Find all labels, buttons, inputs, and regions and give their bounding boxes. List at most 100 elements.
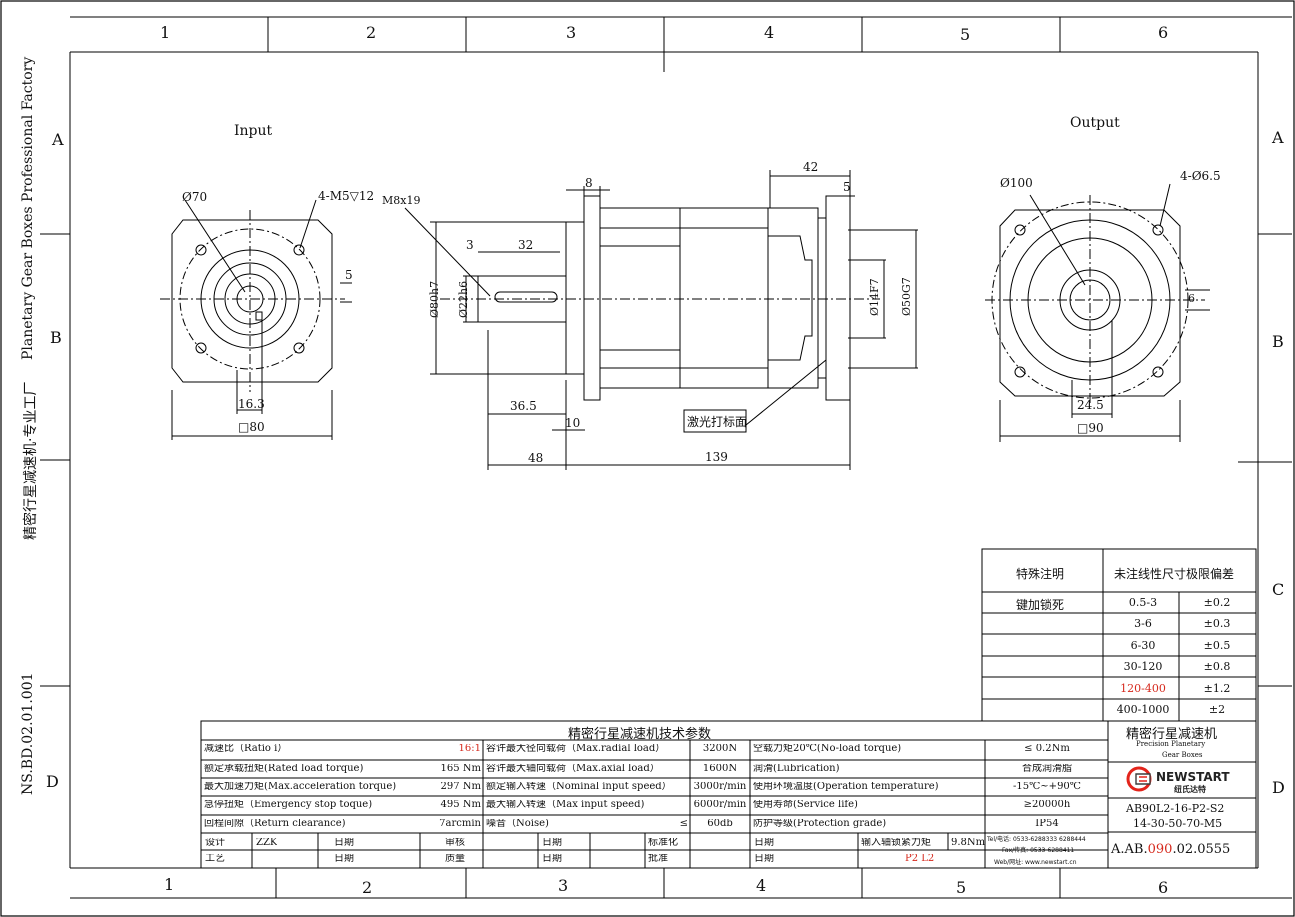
spec-value: IP54 bbox=[1035, 819, 1059, 829]
ratio-list: 14-30-50-70-M5 bbox=[1133, 817, 1223, 830]
spec-label: 最大输入转速（Max input speed) bbox=[486, 800, 645, 810]
spec-value: 3200N bbox=[702, 744, 738, 754]
dim-sq90: □90 bbox=[1077, 421, 1104, 435]
spec-label: 润滑(Lubrication) bbox=[753, 764, 840, 774]
signoff-date2: 日期 bbox=[542, 838, 562, 848]
row-right-b: B bbox=[1272, 332, 1284, 351]
model-number: AB90L2-16-P2-S2 bbox=[1126, 802, 1225, 815]
output-label: Output bbox=[1070, 115, 1120, 131]
dim-32: 32 bbox=[518, 238, 534, 252]
signoff-date5: 日期 bbox=[542, 854, 562, 864]
col-bottom-4: 4 bbox=[756, 876, 767, 895]
dim-output-holes: 4-Ø6.5 bbox=[1180, 169, 1221, 183]
spec-label: 减速比（Ratio i） bbox=[204, 744, 288, 754]
tol-range: 0.5-3 bbox=[1128, 596, 1158, 609]
spec-value: 60db bbox=[707, 819, 733, 829]
dim-sq80: □80 bbox=[238, 420, 265, 434]
contact-tel: Tel/电话: 0533-6288333 6288444 bbox=[987, 836, 1086, 843]
row-right-d: D bbox=[1272, 778, 1285, 797]
spec-label: 防护等级(Protection grade) bbox=[753, 819, 887, 829]
dim-36-5: 36.5 bbox=[510, 399, 537, 413]
drawing-code-size: 090 bbox=[1147, 842, 1173, 857]
row-right-c: C bbox=[1272, 580, 1285, 599]
signoff-torque: 9.8Nm bbox=[951, 838, 986, 848]
row-left-b: B bbox=[50, 328, 62, 347]
spec-value: 合成润滑脂 bbox=[1022, 764, 1072, 774]
tol-head-left: 特殊注明 bbox=[1016, 567, 1065, 581]
spec-title: 精密行星减速机技术参数 bbox=[568, 727, 712, 742]
spec-label: 容许最大径向载荷（Max.radial load） bbox=[486, 744, 666, 754]
dim-16-3: 16.3 bbox=[238, 397, 265, 411]
signoff-review: 审核 bbox=[445, 838, 465, 848]
tol-value: ±0.8 bbox=[1203, 660, 1231, 673]
signoff-approve: 批准 bbox=[648, 854, 668, 864]
tol-range: 6-30 bbox=[1130, 639, 1156, 652]
output-view bbox=[985, 183, 1210, 442]
col-bottom-2: 2 bbox=[362, 878, 373, 897]
spec-value: 495 Nm bbox=[440, 800, 482, 810]
signoff-date3: 日期 bbox=[754, 838, 774, 848]
brand-name-cn: 纽氏达特 bbox=[1174, 785, 1206, 794]
spec-value: 3000r/min bbox=[693, 782, 747, 792]
dim-output-key: 6 bbox=[1188, 292, 1195, 305]
col-top-1: 1 bbox=[160, 23, 171, 42]
spec-label: 容许最大轴向载荷（Max.axial load） bbox=[486, 764, 660, 774]
spec-label: 最大加速力矩(Max.acceleration torque) bbox=[204, 782, 397, 792]
tol-value: ±2 bbox=[1208, 703, 1226, 716]
dim-d100: Ø100 bbox=[1000, 176, 1033, 190]
dim-42: 42 bbox=[803, 160, 819, 174]
signoff-torque-label: 输入轴锁紧力矩 bbox=[861, 838, 931, 848]
col-top-2: 2 bbox=[366, 23, 377, 42]
tol-range: 3-6 bbox=[1134, 617, 1152, 630]
col-bottom-6: 6 bbox=[1158, 878, 1169, 897]
spec-value: 7arcmin bbox=[439, 819, 481, 829]
spec-label: 使用寿命(Service life) bbox=[753, 800, 858, 810]
signoff-standard: 标准化 bbox=[648, 838, 678, 848]
signoff-p2l2: P2 L2 bbox=[905, 854, 935, 864]
spec-value: ≥20000h bbox=[1023, 800, 1071, 810]
tol-value: ±0.5 bbox=[1203, 639, 1231, 652]
product-name-en2: Gear Boxes bbox=[1162, 751, 1203, 759]
row-right-a: A bbox=[1272, 128, 1284, 147]
signoff-design: 设计 bbox=[205, 838, 225, 848]
signoff-date1: 日期 bbox=[334, 838, 354, 848]
col-top-5: 5 bbox=[960, 25, 971, 44]
laser-mark-label: 激光打标面 bbox=[687, 415, 748, 429]
spec-label: 空载力矩20℃(No-load torque) bbox=[753, 744, 902, 754]
drawing-code-prefix: A.AB. bbox=[1111, 842, 1148, 857]
tol-value: ±0.3 bbox=[1203, 617, 1231, 630]
side-view bbox=[404, 170, 918, 470]
tol-value: ±1.2 bbox=[1203, 682, 1231, 695]
spec-label: 噪音（Noise) bbox=[486, 819, 549, 829]
dim-input-holes: 4-M5▽12 bbox=[318, 189, 375, 203]
signoff-quality: 质量 bbox=[445, 854, 465, 864]
dim-d70: Ø70 bbox=[182, 190, 208, 204]
col-top-6: 6 bbox=[1158, 23, 1169, 42]
dim-input-key: 5 bbox=[345, 268, 353, 282]
tol-value: ±0.2 bbox=[1203, 596, 1231, 609]
newstart-logo-icon bbox=[1126, 766, 1152, 792]
dim-48: 48 bbox=[528, 451, 544, 465]
spec-value: -15℃~+90℃ bbox=[1013, 782, 1081, 792]
contact-web: Web/网址: www.newstart.cn bbox=[994, 859, 1077, 866]
spec-label: 使用环境温度(Operation temperature) bbox=[753, 782, 939, 792]
product-name-en1: Precision Planetary bbox=[1136, 740, 1206, 748]
spec-value: 1600N bbox=[702, 764, 738, 774]
spec-label: 回程间隙（Return clearance) bbox=[204, 819, 346, 829]
drawing-code-suffix: .02.0555 bbox=[1172, 842, 1231, 857]
input-view bbox=[160, 199, 352, 440]
dim-m8: M8x19 bbox=[382, 194, 421, 207]
product-name-cn: 精密行星减速机 bbox=[1126, 727, 1218, 742]
dim-8: 8 bbox=[585, 176, 593, 190]
col-top-4: 4 bbox=[764, 23, 775, 42]
spec-label: 额定承载扭矩(Rated load torque) bbox=[204, 764, 364, 774]
col-bottom-5: 5 bbox=[956, 878, 967, 897]
signoff-designer: ZZK bbox=[256, 838, 278, 848]
spec-value: ≤ 0.2Nm bbox=[1024, 744, 1070, 754]
dim-10: 10 bbox=[565, 416, 581, 430]
dim-3: 3 bbox=[466, 238, 474, 252]
spec-value: 165 Nm bbox=[440, 764, 482, 774]
spec-label: 急停扭矩（Emergency stop toque) bbox=[204, 800, 373, 810]
spec-value: 16:1 bbox=[458, 744, 481, 754]
